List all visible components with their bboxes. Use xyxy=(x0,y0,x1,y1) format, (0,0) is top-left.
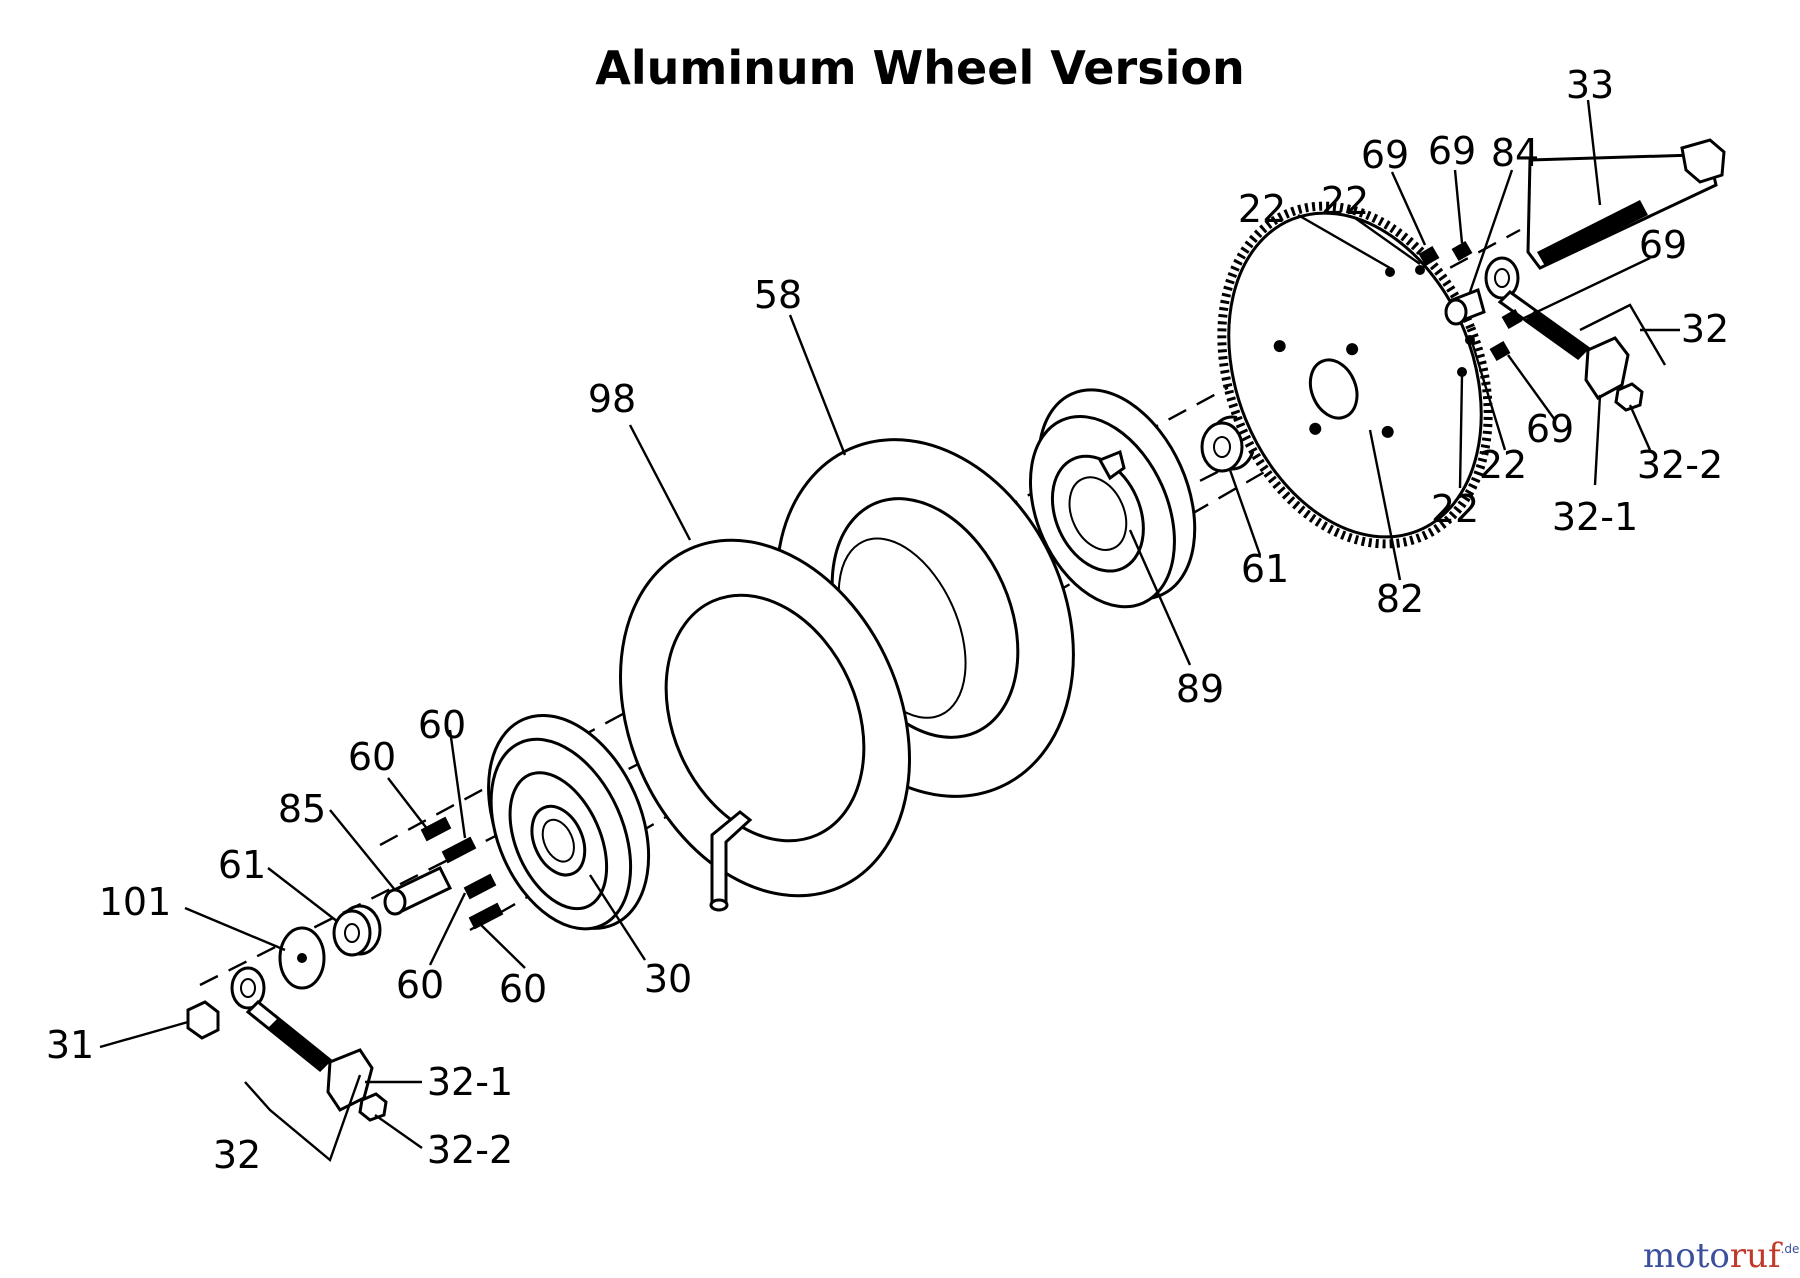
hub-89-tab xyxy=(1097,449,1126,481)
callout-58: 58 xyxy=(754,273,802,317)
bolt-60-a xyxy=(420,816,452,842)
callout-61-right: 61 xyxy=(1241,547,1289,591)
callout-82: 82 xyxy=(1376,577,1424,621)
callout-60-d: 60 xyxy=(499,967,547,1011)
callout-69-a: 69 xyxy=(1361,133,1409,177)
bolt-69-d xyxy=(1489,340,1511,362)
bolt-69-b xyxy=(1451,240,1473,262)
tube-98 xyxy=(619,538,911,898)
bearing-61-left xyxy=(332,904,382,957)
callout-69-b: 69 xyxy=(1428,129,1476,173)
nut-22-b xyxy=(1415,265,1425,275)
leader-lines xyxy=(99,99,1680,1163)
eye-bolt-right xyxy=(1484,256,1591,360)
callout-60-c: 60 xyxy=(396,963,444,1007)
callout-101: 101 xyxy=(99,880,172,924)
callout-labels: 33 69 69 84 22 22 69 32 58 98 69 22 32-2… xyxy=(46,63,1729,1177)
bolt-60-d xyxy=(468,902,504,930)
bolt-60-b xyxy=(441,836,477,864)
callout-84: 84 xyxy=(1491,131,1539,175)
bolt-69-c xyxy=(1501,308,1523,330)
callout-32-right: 32 xyxy=(1681,307,1729,351)
callout-69-d: 69 xyxy=(1526,407,1574,451)
callout-60-b: 60 xyxy=(348,735,396,779)
bolt-33 xyxy=(1526,138,1726,270)
spacer-85 xyxy=(383,866,453,916)
nut-22-a xyxy=(1385,267,1395,277)
washer-101 xyxy=(278,926,326,990)
callout-32-left: 32 xyxy=(213,1133,261,1177)
hub-half-30 xyxy=(487,713,651,931)
nut-31 xyxy=(186,1000,220,1040)
callout-32-2-right: 32-2 xyxy=(1637,443,1723,487)
callout-61-left: 61 xyxy=(218,843,266,887)
callout-32-1-left: 32-1 xyxy=(427,1060,513,1104)
callout-31: 31 xyxy=(46,1023,94,1067)
callout-22-d: 22 xyxy=(1431,487,1479,531)
bolt-69-a xyxy=(1418,245,1440,267)
callout-33: 33 xyxy=(1566,63,1614,107)
hub-half-89 xyxy=(1028,388,1197,609)
svg-text:motoruf.de: motoruf.de xyxy=(1643,1236,1799,1276)
parts-drawing xyxy=(186,138,1726,1122)
callout-85: 85 xyxy=(278,787,326,831)
callout-22-b: 22 xyxy=(1321,179,1369,223)
nut-22-d xyxy=(1457,367,1467,377)
callout-22-c: 22 xyxy=(1479,443,1527,487)
bolt-60-c xyxy=(463,873,497,900)
clamp-block-left xyxy=(326,1048,388,1122)
callout-30: 30 xyxy=(644,957,692,1001)
sprocket-82 xyxy=(1217,201,1493,549)
callout-22-a: 22 xyxy=(1238,187,1286,231)
eye-bolt-left xyxy=(230,966,333,1073)
callout-32-2-left: 32-2 xyxy=(427,1128,513,1172)
valve-stem xyxy=(709,810,753,912)
spacer-84 xyxy=(1444,288,1486,326)
diagram-title: Aluminum Wheel Version xyxy=(595,41,1244,95)
callout-98: 98 xyxy=(588,377,636,421)
watermark-logo: motoruf.de xyxy=(1643,1236,1799,1276)
callout-69-c: 69 xyxy=(1639,223,1687,267)
callout-60-a: 60 xyxy=(418,703,466,747)
clamp-block-right xyxy=(1584,336,1644,412)
callout-89: 89 xyxy=(1176,667,1224,711)
callout-32-1-right: 32-1 xyxy=(1552,495,1638,539)
